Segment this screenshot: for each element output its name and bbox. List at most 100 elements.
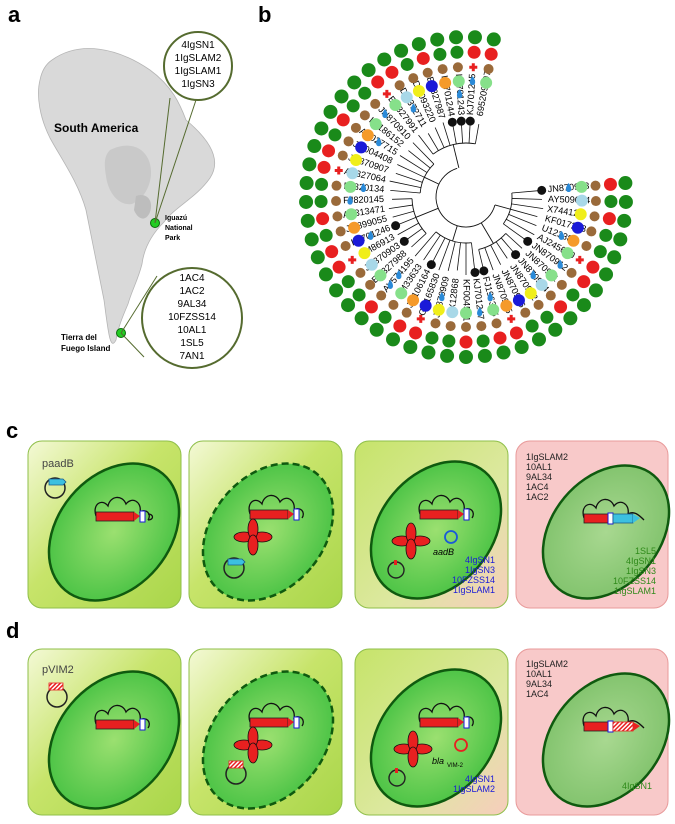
annotation-circle	[487, 303, 500, 316]
annotation-circle	[325, 245, 339, 259]
annotation-circle	[545, 290, 556, 301]
annotation-circle	[483, 63, 494, 74]
strain-label: 1IgSN3	[626, 566, 656, 576]
annotation-circle	[341, 298, 356, 313]
strain-label: 1SL5	[635, 546, 656, 556]
annotation-circle	[548, 322, 563, 337]
annotation-circle	[361, 129, 374, 142]
red-cross-icon	[575, 255, 584, 264]
tree-branch	[432, 142, 476, 155]
gene-label: bla	[432, 756, 444, 766]
annotation-circle	[421, 345, 436, 360]
annotation-circle	[476, 334, 490, 348]
tree-branch	[495, 241, 508, 259]
water-drop-icon	[557, 259, 563, 269]
tree-branch	[408, 150, 431, 169]
water-drop-icon	[387, 279, 393, 289]
study-strain-dot	[447, 117, 457, 127]
annotation-circle	[400, 57, 414, 71]
strain-label: 1IgSLAM2	[453, 784, 495, 794]
annotation-circle	[440, 348, 455, 363]
panel-d-box-4: 1IgSLAM2 10AL1 9AL34 1AC4 4IgSN1	[515, 648, 671, 816]
tree-branch	[392, 210, 415, 218]
plasmid-ring	[44, 477, 66, 499]
iguazu-strain: 4IgSN1	[181, 40, 215, 51]
tree-branch	[447, 241, 456, 271]
annotation-circle	[310, 250, 325, 265]
tree-branch	[452, 225, 458, 242]
panel-c-box-1: paadB	[27, 440, 182, 609]
tree-branch	[452, 124, 457, 144]
south-america-map	[38, 48, 215, 344]
panel-label-c: c	[6, 418, 18, 443]
annotation-circle	[589, 211, 600, 222]
gene-label: aadB	[433, 547, 454, 557]
tree-branch	[424, 176, 440, 185]
tree-branch	[480, 222, 494, 244]
tree-leaf-label: AY509004	[548, 194, 591, 205]
annotation-circle	[352, 234, 365, 247]
panel-d-box-3: bla VIM-2 4IgSN1 1IgSLAM2	[354, 648, 509, 816]
panel-label-b: b	[258, 2, 271, 27]
tdf-strain: 1AC4	[179, 273, 204, 284]
annotation-circle	[307, 139, 322, 154]
annotation-circle	[442, 334, 456, 348]
tree-leaf-label: 695209197	[475, 70, 493, 117]
annotation-circle	[314, 195, 328, 209]
annotation-circle	[332, 211, 343, 222]
strain-label: 1IgSLAM2	[526, 659, 568, 669]
panel-d-box-2	[188, 648, 343, 816]
annotation-circle	[316, 212, 330, 226]
iguazu-strain: 1IgSLAM1	[175, 66, 222, 77]
tree-branch	[390, 189, 421, 194]
annotation-circle	[401, 307, 412, 318]
annotation-circle	[439, 76, 452, 89]
annotation-circle	[491, 318, 502, 329]
annotation-circle	[370, 98, 381, 109]
annotation-circle	[419, 299, 432, 312]
tree-branch	[484, 247, 494, 271]
panel-label-d: d	[6, 618, 19, 643]
annotation-circle	[446, 306, 459, 319]
tree-branch	[431, 237, 446, 264]
callout-line	[154, 99, 197, 224]
water-drop-icon	[456, 89, 463, 99]
panel-c-box-4: 1IgSLAM2 10AL1 9AL34 1AC4 1AC2 1SL5 4IgS…	[515, 440, 671, 609]
annotation-circle	[365, 258, 378, 271]
tdf-strain: 1AC2	[179, 286, 204, 297]
annotation-circle	[514, 340, 529, 355]
annotation-circle	[445, 321, 456, 332]
annotation-circle	[369, 118, 382, 131]
strain-label: 1AC2	[526, 492, 549, 502]
annotation-circle	[346, 167, 359, 180]
annotation-circle	[331, 180, 342, 191]
red-cross-icon	[416, 314, 425, 323]
continent-label: South America	[54, 121, 139, 135]
annotation-circle	[344, 180, 357, 193]
red-cross-icon	[507, 314, 516, 323]
annotation-circle	[403, 340, 418, 355]
tree-branch	[412, 142, 435, 165]
annotation-circle	[430, 32, 445, 47]
annotation-circle	[348, 221, 361, 234]
aadb-gene-icon	[48, 478, 67, 486]
annotation-circle	[322, 144, 336, 158]
annotation-circle	[374, 269, 387, 282]
annotation-circle	[561, 247, 574, 260]
annotation-circle	[304, 232, 319, 247]
study-strain-dot	[511, 250, 521, 260]
annotation-circle	[371, 75, 385, 89]
tree-branch	[490, 244, 502, 265]
annotation-circle	[467, 30, 482, 45]
annotation-circle	[603, 177, 617, 191]
annotation-circle	[319, 228, 333, 242]
annotation-circle	[452, 62, 463, 73]
annotation-circle	[394, 80, 405, 91]
annotation-circle	[337, 150, 348, 161]
annotation-circle	[386, 332, 401, 347]
annotation-circle	[331, 196, 342, 207]
phylogenetic-tree: JN870908AY509004X74412KF017283U12338AJ24…	[299, 30, 633, 364]
tree-branch	[438, 239, 451, 271]
tree-branch	[505, 233, 523, 249]
annotation-circle	[576, 298, 591, 313]
